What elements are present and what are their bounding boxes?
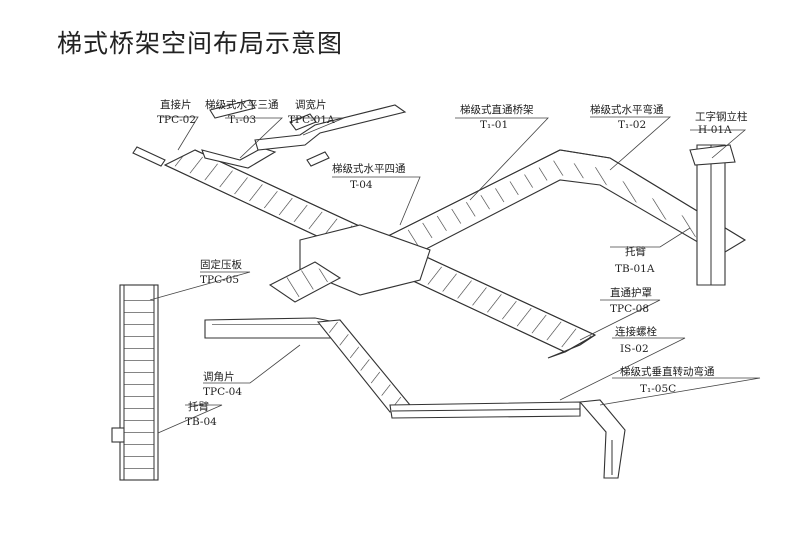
label-name: 梯级式水平三通 (205, 98, 279, 111)
vertical-ladder (111, 284, 159, 481)
label-name: 梯级式水平四通 (332, 162, 406, 175)
label-name: 托臂 (188, 400, 209, 413)
label-code: TPC-04 (203, 386, 242, 398)
label-name: 调宽片 (295, 98, 327, 111)
label-name: 固定压板 (200, 258, 242, 271)
label-name: 连接螺栓 (615, 325, 657, 338)
labels: 直接片 TPC-02 梯级式水平三通 T₁-03 调宽片 TPC-01A 梯级式… (157, 98, 748, 428)
label-code: H-01A (698, 124, 732, 136)
steel-column (689, 144, 736, 286)
label-code: T₁-03 (228, 114, 256, 126)
label-name: 调角片 (203, 370, 235, 383)
label-code: T₁-02 (618, 119, 646, 131)
label-name: 梯级式水平弯通 (590, 103, 664, 116)
label-code: T-04 (350, 179, 373, 191)
label-name: 梯级式直通桥架 (460, 103, 534, 116)
label-code: TB-01A (615, 263, 655, 275)
lower-tray (204, 317, 626, 479)
label-name: 梯级式垂直转动弯通 (620, 365, 715, 378)
label-name: 直通护罩 (610, 286, 652, 299)
label-name: 托臂 (625, 245, 646, 258)
label-code: TPC-05 (200, 274, 239, 286)
label-code: TPC-02 (157, 114, 196, 126)
page-title: 梯式桥架空间布局示意图 (57, 29, 344, 58)
label-code: TB-04 (185, 416, 217, 428)
label-code: IS-02 (620, 343, 649, 355)
label-code: TPC-08 (610, 303, 649, 315)
label-name: 直接片 (160, 98, 192, 111)
label-name: 工字钢立柱 (695, 110, 748, 123)
label-code: T₁-05C (640, 383, 676, 395)
leader-lines (149, 116, 761, 434)
four-way-cross (268, 224, 431, 303)
label-code: T₁-01 (480, 119, 508, 131)
label-code: TPC-01A (288, 114, 335, 126)
